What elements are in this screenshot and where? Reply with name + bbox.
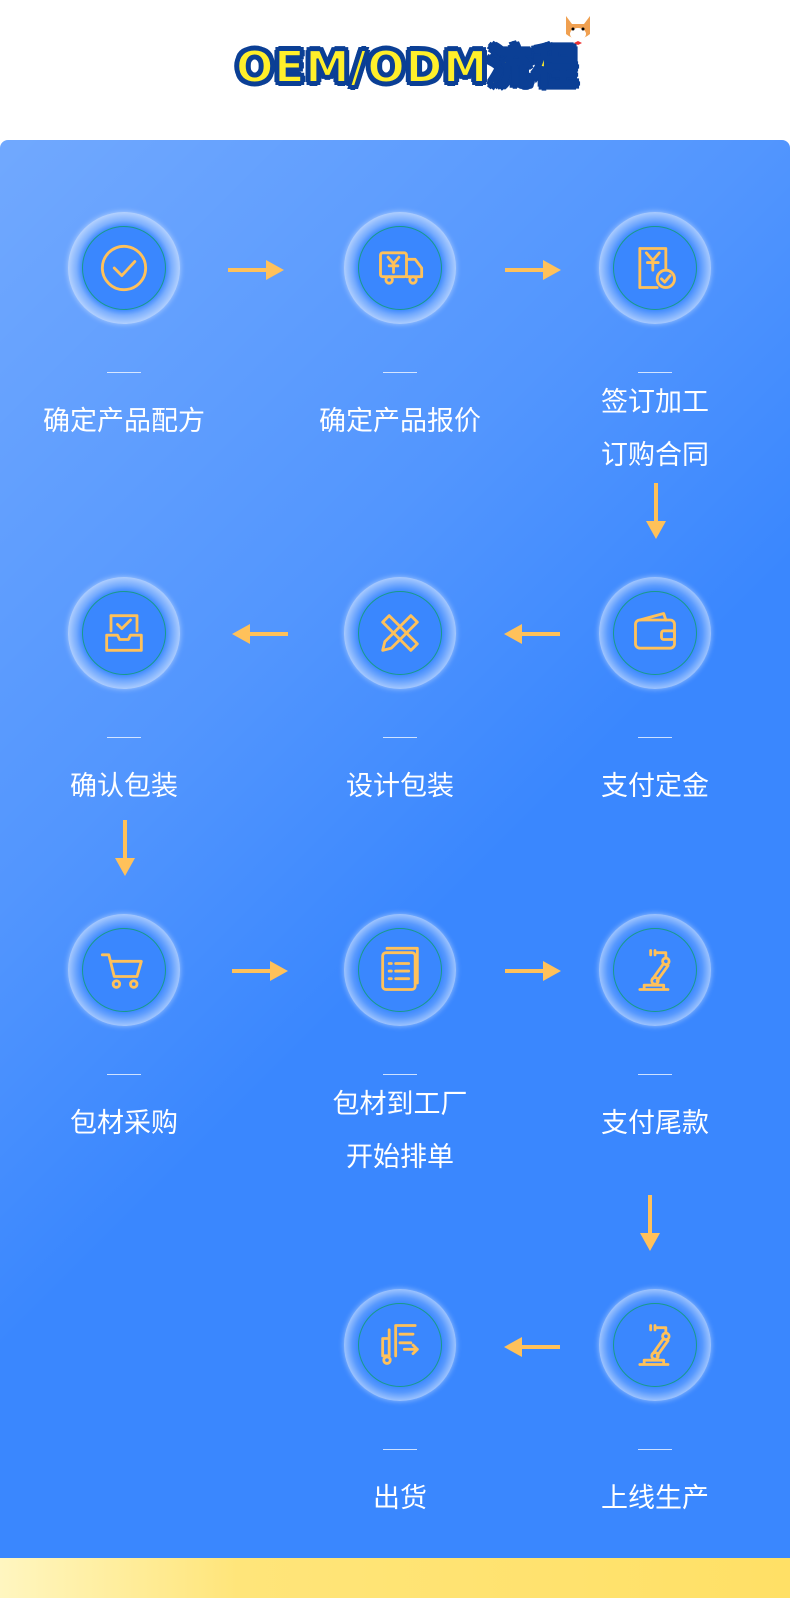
robot-arm-icon xyxy=(638,1324,671,1366)
check-circle-icon xyxy=(100,244,148,292)
step-divider xyxy=(383,737,417,738)
process-panel: 确定产品配方 确定产品报价 签订加工订购合同支付定金 设计包装 确认包装包材采购 包材到工… xyxy=(0,140,790,1558)
flow-arrow-icon xyxy=(504,1337,560,1357)
step-label: 设计包装 xyxy=(280,760,520,813)
contract-yen-check-icon xyxy=(638,247,676,289)
step-label-line: 签订加工 xyxy=(601,387,709,418)
step-bubble xyxy=(344,914,456,1026)
step-bubble xyxy=(68,212,180,324)
step-divider xyxy=(107,372,141,373)
step-label: 确定产品报价 xyxy=(280,395,520,448)
step-label-line: 确定产品配方 xyxy=(43,406,205,437)
step-label-line: 上线生产 xyxy=(601,1483,709,1514)
step-label-line: 出货 xyxy=(373,1483,427,1514)
list-document-icon xyxy=(381,946,419,991)
step-divider xyxy=(638,1449,672,1450)
step-bubble xyxy=(599,577,711,689)
step-bubble xyxy=(344,1289,456,1401)
step-bubble xyxy=(599,914,711,1026)
step-bubble xyxy=(344,577,456,689)
page-title: OEM/ODM流程 xyxy=(235,41,579,94)
step-divider xyxy=(383,1074,417,1075)
step-bubble xyxy=(68,577,180,689)
step-divider xyxy=(383,1449,417,1450)
step-label-line: 包材采购 xyxy=(70,1108,178,1139)
shipping-icon xyxy=(381,1324,419,1365)
step-label: 支付尾款 xyxy=(535,1097,775,1150)
step-bubble xyxy=(344,212,456,324)
step-label: 出货 xyxy=(280,1472,520,1525)
step-label: 确认包装 xyxy=(4,760,244,813)
delivery-truck-yen-icon xyxy=(379,251,424,285)
step-label-line: 确认包装 xyxy=(70,771,178,802)
step-bubble xyxy=(599,212,711,324)
inbox-check-icon xyxy=(105,614,143,652)
dog-mascot-icon xyxy=(566,16,590,45)
step-label-line: 开始排单 xyxy=(346,1142,454,1173)
step-label: 确定产品配方 xyxy=(4,395,244,448)
step-label-line: 包材到工厂 xyxy=(332,1089,468,1120)
pencil-ruler-icon xyxy=(381,614,419,652)
step-label-line: 支付定金 xyxy=(601,771,709,802)
bottom-strip xyxy=(0,1558,790,1598)
step-label-line: 支付尾款 xyxy=(601,1108,709,1139)
step-divider xyxy=(383,372,417,373)
shopping-cart-icon xyxy=(100,953,143,989)
step-label: 包材采购 xyxy=(4,1097,244,1150)
step-divider xyxy=(107,737,141,738)
wallet-icon xyxy=(634,612,676,650)
step-divider xyxy=(107,1074,141,1075)
step-label: 签订加工订购合同 xyxy=(535,376,775,482)
robot-arm-icon xyxy=(638,949,671,991)
step-label-line: 订购合同 xyxy=(601,440,709,471)
step-label-line: 设计包装 xyxy=(346,771,454,802)
step-divider xyxy=(638,372,672,373)
step-divider xyxy=(638,1074,672,1075)
step-label: 支付定金 xyxy=(535,760,775,813)
step-bubble xyxy=(599,1289,711,1401)
step-label: 包材到工厂开始排单 xyxy=(280,1078,520,1184)
step-divider xyxy=(638,737,672,738)
step-bubble xyxy=(68,914,180,1026)
step-label-line: 确定产品报价 xyxy=(319,406,481,437)
step-label: 上线生产 xyxy=(535,1472,775,1525)
